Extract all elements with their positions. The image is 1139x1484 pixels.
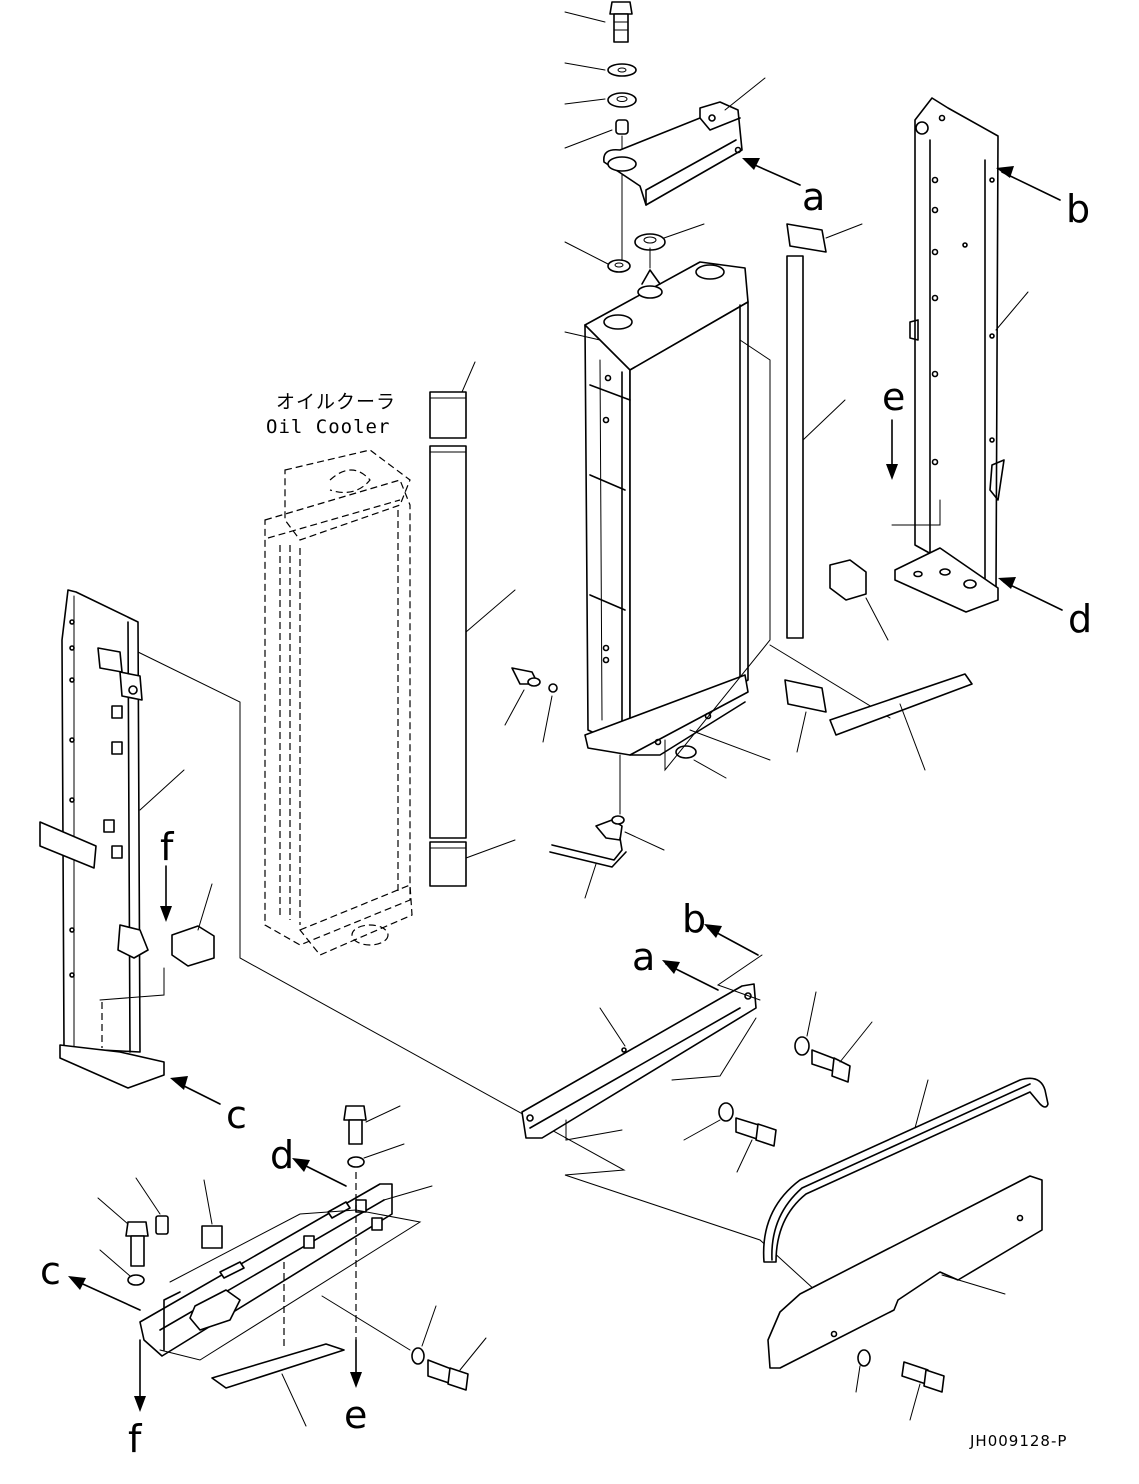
oil-cooler-label-en: Oil Cooler: [266, 416, 390, 438]
lower-cover-panel: [767, 1175, 1043, 1369]
bottom-center-bolts: [683, 991, 873, 1173]
vertical-seals-right: [784, 223, 863, 753]
vertical-seals-center: [429, 361, 516, 887]
top-mounting-bracket: [603, 77, 766, 206]
ref-letter-b: b: [1066, 187, 1090, 231]
ref-letter-a-bottom: a: [632, 935, 655, 979]
right-upright-frame: [894, 97, 1029, 613]
drawing-code: JH009128-P: [969, 1432, 1067, 1450]
ref-letter-f-bottom: f: [128, 1417, 143, 1461]
bottom-cross-bracket: [521, 983, 757, 1141]
radiator-core: [564, 247, 749, 756]
upper-cover-strip: [762, 1077, 1049, 1263]
ref-letter-e: e: [882, 375, 905, 419]
top-bolt-stack: [564, 1, 637, 261]
bottom-left-hardware: [97, 1105, 487, 1391]
drain-fittings: [504, 667, 727, 899]
horizontal-seal: [829, 673, 973, 771]
ref-letter-b-bottom: b: [682, 897, 706, 941]
ref-letter-c-bottom: c: [40, 1249, 61, 1293]
ref-letter-d-bottom: d: [270, 1133, 294, 1177]
ref-letter-f: f: [160, 825, 175, 869]
left-upright-frame: [39, 589, 185, 1089]
ref-letter-a: a: [802, 175, 825, 219]
ref-letter-d: d: [1068, 597, 1092, 641]
cover-bolt: [855, 1349, 945, 1421]
ref-letter-e-bottom: e: [344, 1393, 367, 1437]
oil-cooler-label-jp: オイルクーラ: [276, 391, 396, 413]
radiator-cap: [564, 223, 705, 273]
ref-letter-c: c: [226, 1093, 247, 1137]
bottom-base-plate: [139, 1183, 433, 1427]
oil-cooler-outline: [264, 449, 413, 956]
